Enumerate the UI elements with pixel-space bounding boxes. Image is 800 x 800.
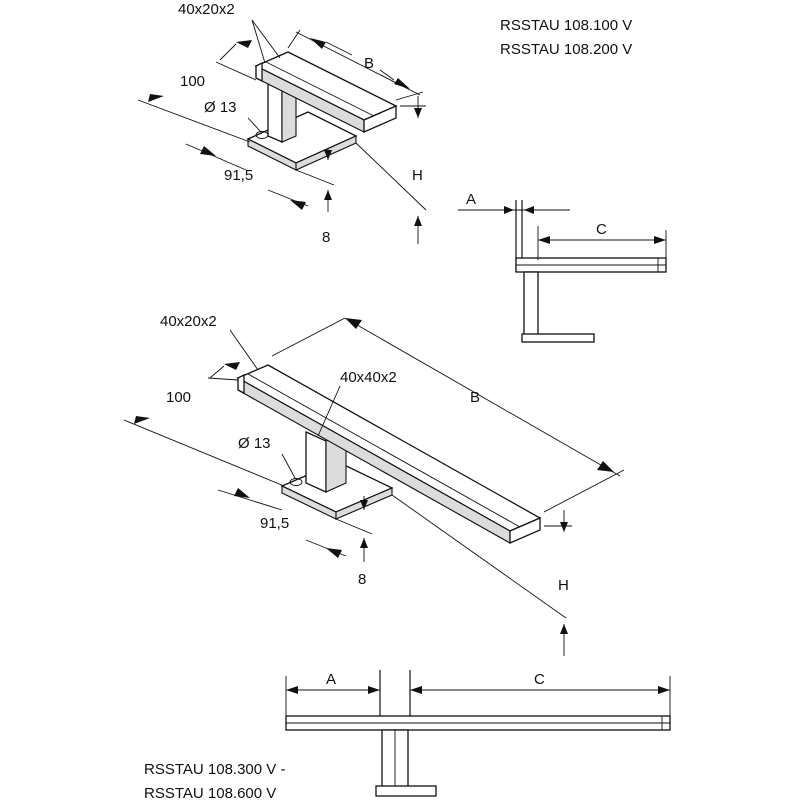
top-rail [254,51,398,133]
top-post [267,83,297,143]
bottom-isometric-view: 40x20x2 40x40x2 B 100 Ø 13 91,5 8 [123,313,625,656]
bottom-length-label: B [470,389,480,406]
bottom-side-view: A C [285,670,671,797]
bottom-profile-label: 40x20x2 [160,313,217,330]
top-model-codes: RSSTAU 108.100 V RSSTAU 108.200 V [500,17,632,58]
bottom-side-a-label: A [326,671,336,688]
bottom-model-codes: RSSTAU 108.300 V - RSSTAU 108.600 V [144,761,285,800]
top-profile-label: 40x20x2 [178,1,235,18]
top-depth-label: 100 [180,73,205,90]
bottom-depth-label: 100 [166,389,191,406]
top-side-a-label: A [466,191,476,208]
model-code-108-300: RSSTAU 108.300 V - [144,761,285,778]
bottom-side-c-label: C [534,671,545,688]
top-base-plate [246,111,358,171]
model-code-108-100: RSSTAU 108.100 V [500,17,632,34]
bottom-post-profile-label: 40x40x2 [340,369,397,386]
top-height-label: H [412,167,423,184]
bottom-mounting-hole [289,478,303,486]
bottom-height-label: H [558,577,569,594]
model-code-108-600: RSSTAU 108.600 V [144,785,276,800]
model-code-108-200: RSSTAU 108.200 V [500,41,632,58]
bottom-hole-label: Ø 13 [238,435,271,452]
top-length-label: B [364,55,374,72]
top-hole-label: Ø 13 [204,99,237,116]
bottom-plate-thickness-label: 8 [358,571,366,588]
top-side-c-label: C [596,221,607,238]
top-isometric-view: 40x20x2 B 100 Ø 13 91,5 8 [137,1,427,246]
top-plate-thickness-label: 8 [322,229,330,246]
top-base-offset-label: 91,5 [224,167,253,184]
bottom-rail [236,364,542,544]
bottom-base-offset-label: 91,5 [260,515,289,532]
top-side-view: A C [458,191,667,343]
